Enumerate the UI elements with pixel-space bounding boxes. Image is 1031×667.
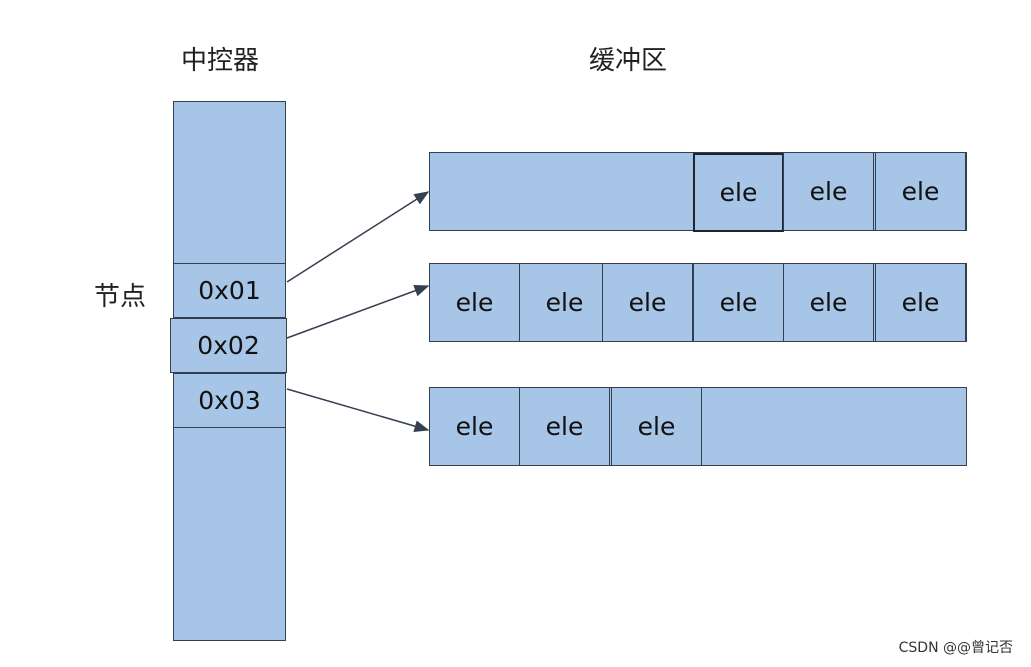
node-0x01: 0x01 [173, 263, 286, 318]
buffer-2-cell-4: ele [693, 263, 784, 342]
arrow-0x03-to-buffer-3 [286, 388, 430, 432]
node-0x02: 0x02 [170, 318, 287, 373]
buffer-1-cell-3: ele [875, 152, 966, 231]
buffer-3-cell-1: ele [429, 387, 520, 466]
buffer-2-cell-3: ele [602, 263, 693, 342]
arrow-0x02-to-buffer-2 [286, 285, 430, 339]
node-0x03: 0x03 [173, 373, 286, 428]
buffer-1-cell-1: ele [693, 153, 784, 232]
buffer-3-cell-3: ele [611, 387, 702, 466]
buffer-2-cell-6: ele [875, 263, 966, 342]
controller-title: 中控器 [181, 46, 260, 76]
node-label: 节点 [94, 282, 147, 312]
buffer-1-cell-2: ele [783, 152, 874, 231]
buffer-title: 缓冲区 [589, 46, 668, 76]
buffer-3-cell-2: ele [519, 387, 610, 466]
buffer-2-cell-5: ele [783, 263, 874, 342]
watermark: CSDN @@曾记否 [898, 640, 1013, 656]
arrow-0x01-to-buffer-1 [286, 191, 430, 283]
buffer-2-cell-1: ele [429, 263, 520, 342]
